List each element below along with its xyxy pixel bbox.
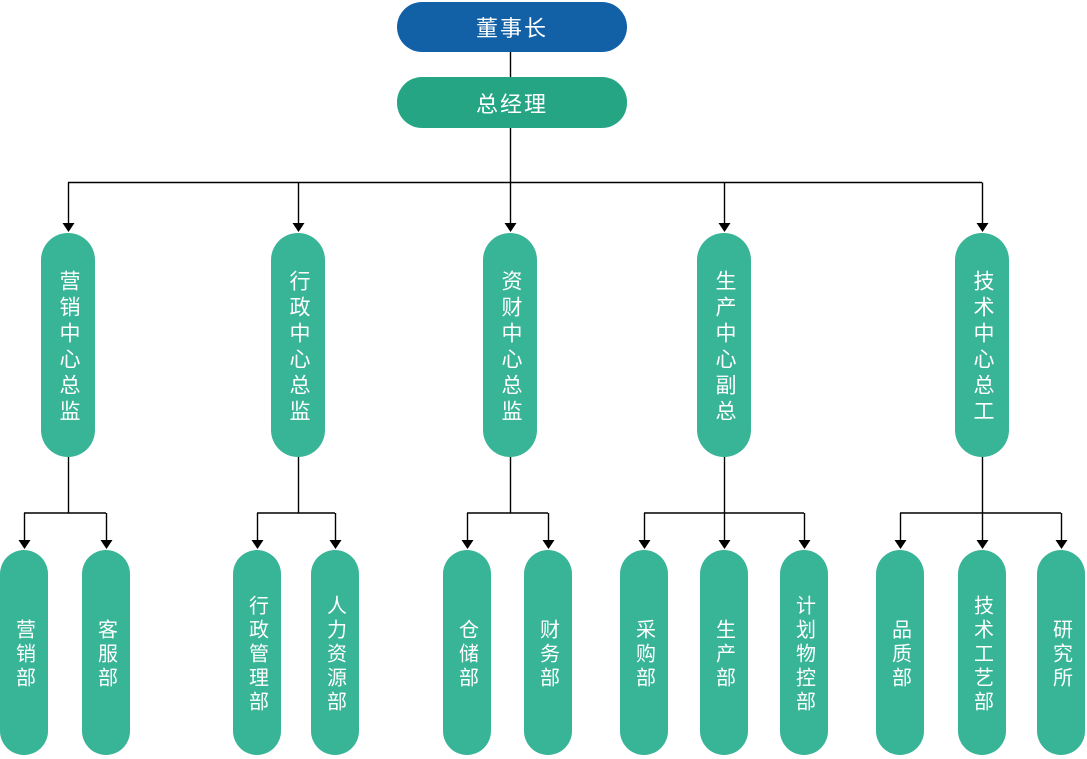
finance-dept-label: 财务部 xyxy=(536,618,559,691)
technical-process-dept-node[interactable]: 技术工艺部 xyxy=(958,550,1006,755)
production-center-vp-node[interactable]: 生产中心副总 xyxy=(697,233,751,457)
chairman-label: 董事长 xyxy=(475,16,548,41)
planning-material-control-dept-label: 计划物控部 xyxy=(792,594,815,715)
research-institute-node[interactable]: 研究所 xyxy=(1037,550,1085,755)
admin-center-director-label: 行政中心总监 xyxy=(287,269,310,426)
general-manager-label: 总经理 xyxy=(475,91,548,117)
production-center-vp-label: 生产中心副总 xyxy=(713,269,736,426)
customer-service-dept-label: 客服部 xyxy=(94,618,117,691)
customer-service-dept-node[interactable]: 客服部 xyxy=(82,550,130,755)
hr-dept-node[interactable]: 人力资源部 xyxy=(311,550,359,755)
warehouse-dept-label: 仓储部 xyxy=(455,618,478,691)
quality-dept-label: 品质部 xyxy=(888,618,911,691)
technology-center-chief-node[interactable]: 技术中心总工 xyxy=(955,233,1009,457)
finance-dept-node[interactable]: 财务部 xyxy=(524,550,572,755)
warehouse-dept-node[interactable]: 仓储部 xyxy=(443,550,491,755)
admin-management-dept-node[interactable]: 行政管理部 xyxy=(233,550,281,755)
production-dept-label: 生产部 xyxy=(712,618,735,691)
planning-material-control-dept-node[interactable]: 计划物控部 xyxy=(780,550,828,755)
marketing-dept-node[interactable]: 营销部 xyxy=(0,550,48,755)
procurement-dept-node[interactable]: 采购部 xyxy=(620,550,668,755)
general-manager-node[interactable]: 总经理 xyxy=(397,77,627,128)
marketing-center-director-label: 营销中心总监 xyxy=(57,269,80,426)
technology-center-chief-label: 技术中心总工 xyxy=(971,269,994,426)
research-institute-label: 研究所 xyxy=(1049,618,1072,691)
quality-dept-node[interactable]: 品质部 xyxy=(876,550,924,755)
technical-process-dept-label: 技术工艺部 xyxy=(970,594,993,715)
marketing-center-director-node[interactable]: 营销中心总监 xyxy=(41,233,95,457)
admin-center-director-node[interactable]: 行政中心总监 xyxy=(271,233,325,457)
admin-management-dept-label: 行政管理部 xyxy=(245,594,268,715)
finance-center-director-node[interactable]: 资财中心总监 xyxy=(483,233,537,457)
chairman-node[interactable]: 董事长 xyxy=(397,2,627,52)
procurement-dept-label: 采购部 xyxy=(632,618,655,691)
hr-dept-label: 人力资源部 xyxy=(323,594,346,715)
arrowheads xyxy=(18,223,1068,549)
production-dept-node[interactable]: 生产部 xyxy=(700,550,748,755)
finance-center-director-label: 资财中心总监 xyxy=(499,269,522,426)
marketing-dept-label: 营销部 xyxy=(12,618,35,691)
